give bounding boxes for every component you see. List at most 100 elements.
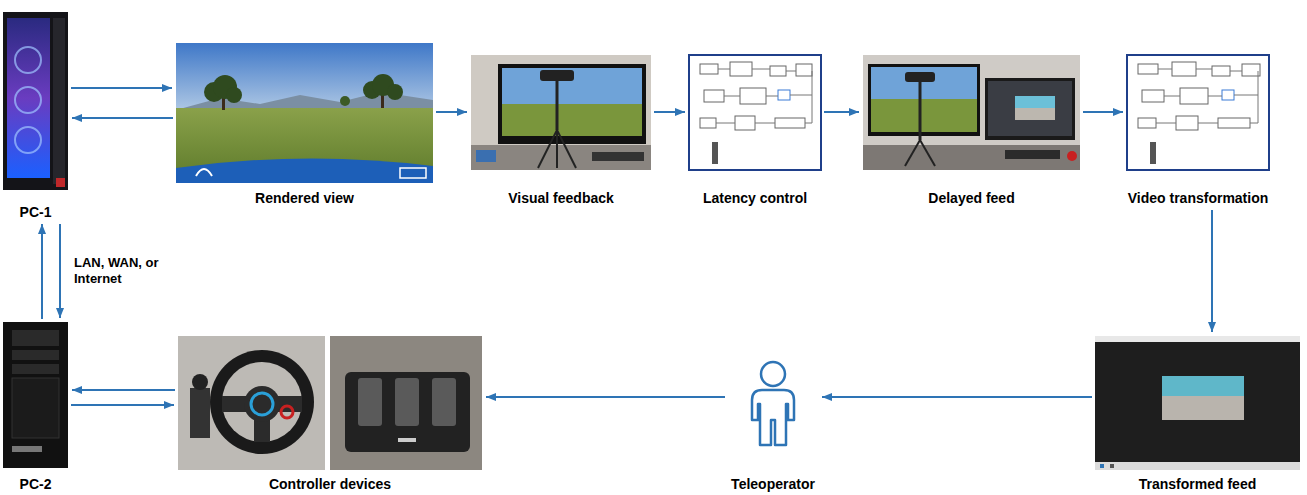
- monitor-grass: [871, 99, 977, 132]
- node-label: Controller devices: [269, 476, 391, 492]
- wires: [1156, 69, 1258, 123]
- head: [761, 362, 785, 386]
- keyboard: [1005, 150, 1060, 159]
- node-label: Rendered view: [255, 190, 354, 206]
- desk-item: [1067, 151, 1077, 161]
- office-wall: [471, 55, 651, 170]
- dial: [281, 406, 293, 418]
- tripod: [920, 140, 935, 166]
- front-grille: [12, 378, 59, 438]
- tripod: [538, 130, 557, 168]
- drive-bay: [12, 330, 59, 346]
- block: [700, 64, 718, 74]
- block: [1242, 64, 1260, 76]
- tree: [387, 84, 403, 100]
- webcam: [905, 72, 935, 82]
- block: [796, 64, 812, 76]
- arrow-connector: [59, 224, 61, 318]
- tower-case: [3, 12, 68, 190]
- desk: [471, 145, 651, 170]
- rendered-view: Rendered view: [176, 43, 433, 183]
- monitors-photo: [863, 55, 1080, 170]
- logo: [56, 178, 65, 187]
- arrow-connector: [72, 389, 175, 391]
- node-label: Visual feedback: [508, 190, 614, 206]
- arrow-connector: [486, 396, 725, 398]
- rendered-view: [176, 43, 433, 183]
- monitor: [868, 64, 980, 136]
- taskbar-icon: [1110, 464, 1114, 468]
- arrow-connector: [654, 111, 685, 113]
- block: [1172, 62, 1196, 76]
- operator: Teleoperator: [728, 360, 818, 445]
- wires: [716, 69, 812, 123]
- drive-bay: [12, 350, 59, 360]
- pc-tower: [3, 12, 68, 190]
- pedal: [358, 378, 382, 426]
- arrow-connector: [1083, 111, 1123, 113]
- hud-gauge: [196, 169, 212, 176]
- fan: [15, 127, 41, 153]
- computer: PC-1: [3, 12, 68, 190]
- block: [730, 62, 752, 76]
- block: [1212, 66, 1230, 76]
- block: [1138, 118, 1156, 128]
- wheel-photo: [178, 336, 325, 470]
- tripod: [905, 140, 920, 166]
- frame: [1127, 55, 1269, 170]
- desk: [863, 145, 1080, 170]
- wheel: [210, 350, 314, 454]
- tree: [226, 87, 242, 103]
- pc-tower: [3, 322, 68, 468]
- pedals-photo: [330, 336, 482, 470]
- block: [1180, 88, 1208, 104]
- camera-capture: Visual feedback: [471, 55, 651, 170]
- person-icon: [752, 362, 794, 445]
- tripod: [556, 81, 559, 130]
- arrow-connector: [822, 396, 1092, 398]
- block: [1138, 64, 1158, 74]
- block: [1176, 116, 1198, 130]
- pedal-base: [345, 372, 470, 452]
- office-wall: [863, 55, 1080, 170]
- pedal: [395, 378, 419, 426]
- block: [770, 66, 786, 76]
- block: [775, 118, 805, 128]
- frame: [689, 55, 821, 170]
- wheel-gap: [222, 362, 302, 442]
- block-diagram-screenshot: [689, 55, 821, 170]
- fan: [15, 87, 41, 113]
- hud-display: [400, 168, 426, 178]
- arrow-connector: [41, 224, 43, 319]
- edge-label: LAN, WAN, or Internet: [74, 255, 186, 287]
- tripod: [919, 82, 922, 140]
- wheel-hub: [244, 386, 280, 422]
- transform-block: Video transformation: [1127, 55, 1269, 170]
- fan: [15, 47, 41, 73]
- computer: PC-2: [3, 322, 68, 468]
- monitor-screen: [988, 81, 1072, 136]
- node-label: Delayed feed: [928, 190, 1014, 206]
- tripod: [557, 130, 576, 168]
- drive-bay: [12, 364, 59, 374]
- monitor: [985, 78, 1075, 140]
- block: [740, 88, 766, 104]
- node-label: Video transformation: [1128, 190, 1269, 206]
- node-label: Teleoperator: [731, 476, 815, 492]
- block-diagram-screenshot: [1127, 55, 1269, 170]
- feed-sky: [1162, 376, 1244, 396]
- tower-case: [3, 322, 68, 468]
- block: [1142, 90, 1164, 102]
- arrow-connector: [71, 87, 172, 89]
- node-label: Transformed feed: [1139, 476, 1256, 492]
- tree: [340, 96, 350, 106]
- desk-item: [476, 150, 496, 162]
- delayed-feed: Delayed feed: [863, 55, 1080, 170]
- connectors: [42, 88, 1212, 405]
- photo-ground: [178, 336, 325, 470]
- glass-panel: [7, 18, 50, 178]
- screen: [1095, 336, 1300, 470]
- shifter-knob: [192, 374, 208, 390]
